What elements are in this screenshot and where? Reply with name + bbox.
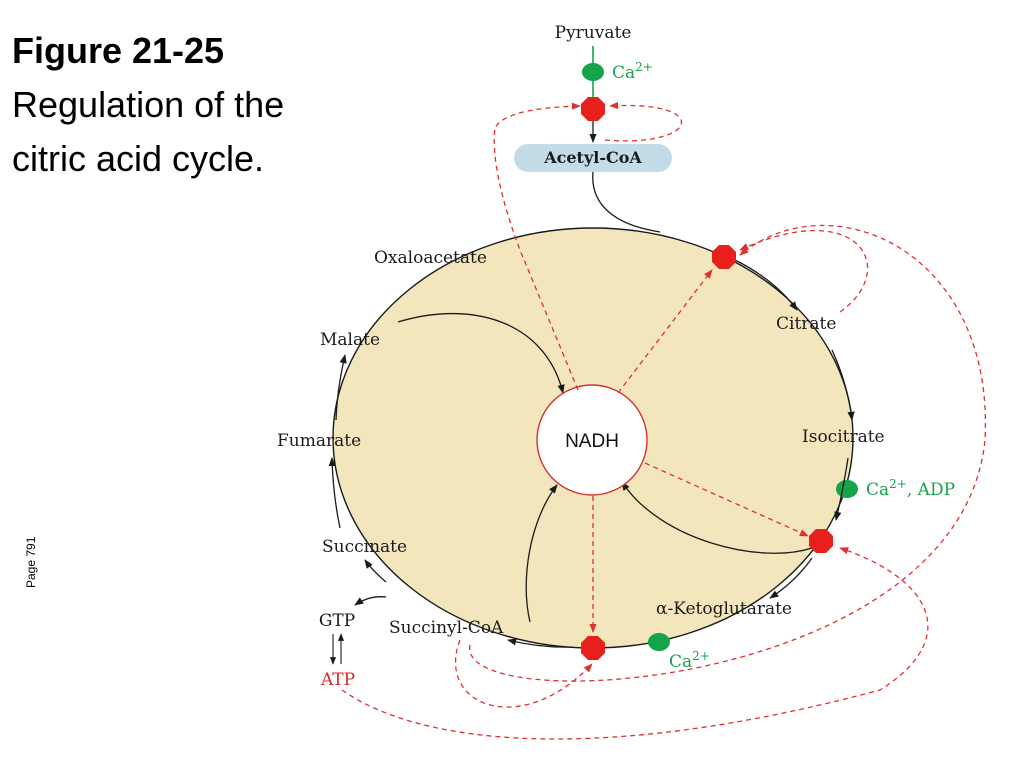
citrate-synthase-inhibitor-octagon [712,245,736,269]
mdh-arrow [335,354,347,421]
citrate-label: Citrate [776,314,836,334]
succinyl-coa-synthetase-arrow [507,638,573,648]
gtp-label: GTP [319,611,355,631]
akgdh-step-arrow [769,557,813,599]
nadh-to-citrate-synthase [617,269,713,394]
sdh-arrow [364,559,387,583]
idh-activator-label: Ca2+, ADP [866,477,955,500]
figure-title: Regulation of the citric acid cycle. [12,84,285,179]
nadh-to-pdh-inhibition [493,102,581,391]
nadh-to-idh-inhibition [644,462,809,537]
acetyl-coa-box [514,144,672,172]
citrate-synthase-arrow [734,259,798,311]
idh-step-arrow [834,457,849,521]
malate-to-nadh-arrow [397,312,565,394]
nadh-label: NADH [565,431,619,452]
malate-label: Malate [320,330,380,350]
oxaloacetate-label: Oxaloacetate [374,248,487,268]
pdh-feedback-loop-right [604,101,683,142]
isocitrate-label: Isocitrate [802,427,885,447]
gtp-arrow [354,596,387,606]
atp-long-loop [341,547,929,740]
akgdh-activator-label: Ca2+ [669,649,710,672]
succinyl-coa-to-akgdh [454,639,593,708]
fumarate-label: Fumarate [277,431,361,451]
atp-label: ATP [320,670,355,690]
succinyl-coa-long-loop [469,224,986,682]
fumarase-arrow [328,457,341,529]
akgdh-inhibitor-octagon [581,636,605,660]
idh-to-nadh-arrow [621,481,813,554]
nadh-node [536,384,648,496]
acetyl-coa-entry-line [592,171,661,233]
succinyl-to-nadh-arrow [525,484,558,623]
akgdh-activator-dot [648,633,670,651]
figure-caption: Figure 21-25 Regulation of the citric ac… [12,24,302,186]
pdh-inhibitor-octagon [581,97,605,121]
alpha-ketoglutarate-label: α-Ketoglutarate [656,599,792,619]
idh-inhibitor-octagon [809,529,833,553]
pdh-activator-label: Ca2+ [612,60,653,83]
aconitase-arrow [831,349,855,421]
pdh-activator-dot [582,63,604,81]
acetyl-coa-label: Acetyl-CoA [543,148,642,167]
pyruvate-label: Pyruvate [555,23,632,43]
succinyl-coa-label: Succinyl-CoA [389,618,504,638]
figure-number: Figure 21-25 [12,30,225,71]
succinate-label: Succinate [322,537,407,557]
idh-activator-dot [836,480,858,498]
